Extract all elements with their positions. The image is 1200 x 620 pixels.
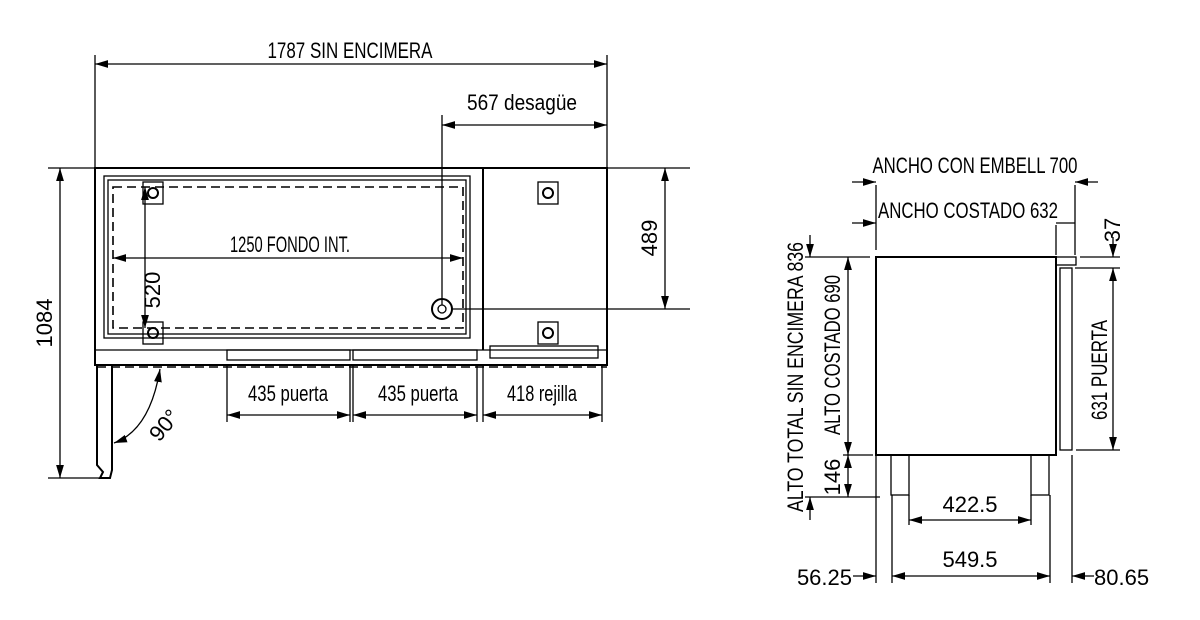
door-angle-label: 90° bbox=[144, 404, 185, 446]
side-door bbox=[1059, 267, 1073, 451]
total-height-label: ALTO TOTAL SIN ENCIMERA 836 bbox=[783, 242, 808, 512]
door-height-label: 631 PUERTA bbox=[1087, 320, 1112, 420]
grille-label: 418 rejilla bbox=[507, 381, 578, 406]
left-offset-label: 56.25 bbox=[797, 565, 852, 590]
side-height-label: ALTO COSTADO 690 bbox=[820, 275, 845, 435]
width-embell-label: ANCHO CON EMBELL 700 bbox=[873, 153, 1078, 178]
side-view: ANCHO CON EMBELL 700 ANCHO COSTADO 632 3… bbox=[783, 153, 1149, 590]
cabinet-outline bbox=[94, 167, 608, 366]
plan-view: 1787 SIN ENCIMERA 567 desagüe 1250 FONDO… bbox=[32, 38, 690, 479]
top-offset-label: 37 bbox=[1100, 218, 1125, 242]
overall-depth-label: 1084 bbox=[32, 299, 57, 348]
open-door bbox=[96, 365, 113, 479]
door-2-label: 435 puerta bbox=[378, 381, 459, 406]
foot-icon bbox=[142, 181, 559, 345]
door-1-label: 435 puerta bbox=[248, 381, 329, 406]
drain-offset-label: 489 bbox=[637, 220, 662, 257]
side-width-label: ANCHO COSTADO 632 bbox=[878, 198, 1058, 223]
inner-depth-label: 1250 FONDO INT. bbox=[230, 232, 350, 257]
inner-height-label: 520 bbox=[140, 272, 165, 309]
leg-height-label: 146 bbox=[820, 459, 845, 496]
leg-outer-label: 549.5 bbox=[942, 547, 997, 572]
overall-width-label: 1787 SIN ENCIMERA bbox=[268, 38, 433, 63]
leg-inner-label: 422.5 bbox=[942, 492, 997, 517]
right-offset-label: 80.65 bbox=[1094, 565, 1149, 590]
drain-label: 567 desagüe bbox=[467, 90, 577, 115]
side-body bbox=[875, 256, 1057, 456]
